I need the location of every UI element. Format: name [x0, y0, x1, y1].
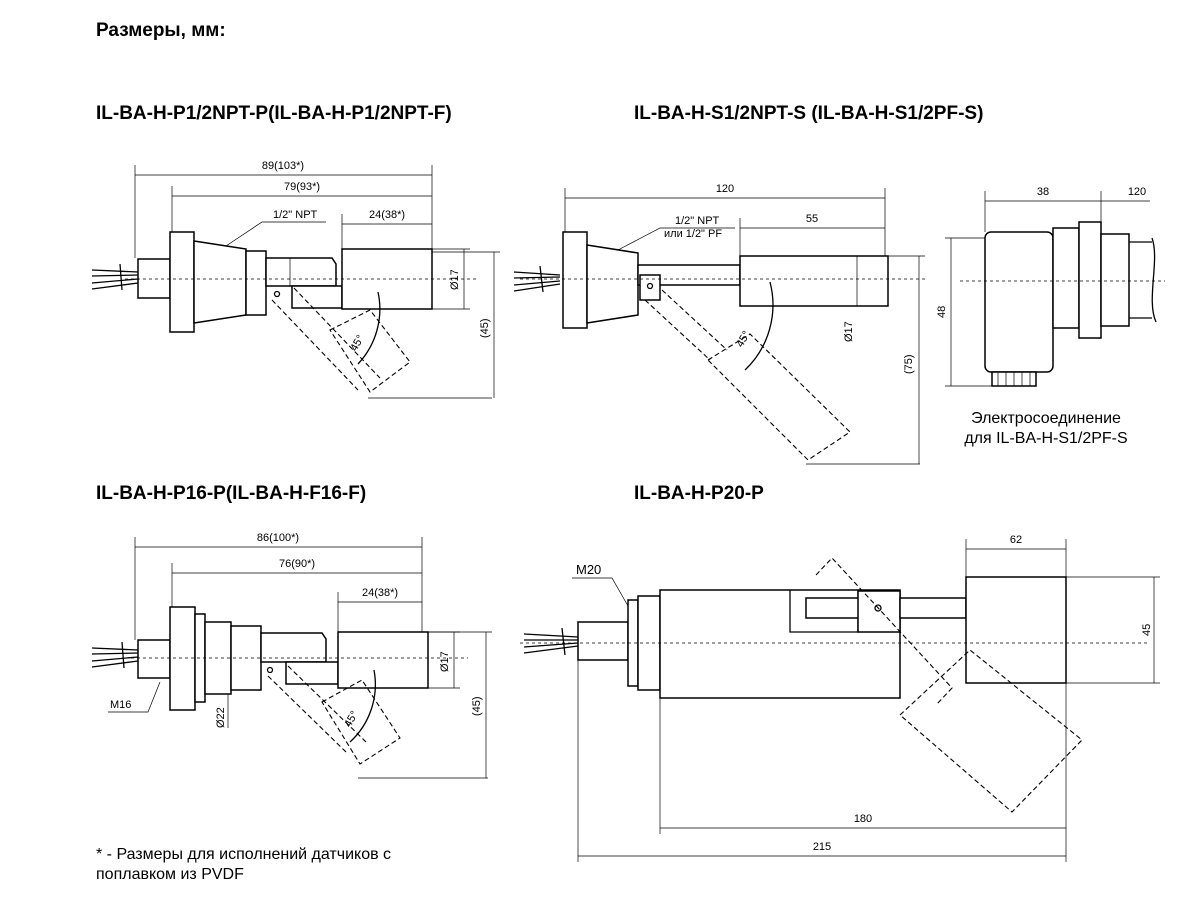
p3-dim-body: 76(90*) [279, 558, 315, 570]
p2-drop: (75) [903, 354, 915, 374]
drawing-p4: 62 M20 45 180 215 [520, 534, 1160, 862]
p2-thread-2: или 1/2" PF [664, 228, 722, 240]
p2-angle: 45° [734, 329, 753, 349]
footnote: * - Размеры для исполнений датчиков с по… [96, 845, 391, 885]
p3-drop: (45) [471, 696, 483, 716]
p2-dim-overall: 120 [716, 183, 734, 195]
p3-angle: 45° [342, 709, 361, 729]
connector-caption: Электросоединение для IL-BA-H-S1/2PF-S [938, 409, 1154, 449]
p4-thread-label: M20 [576, 562, 601, 577]
p2-float-dia: Ø17 [843, 321, 855, 342]
drawing-p2: 45° 120 55 1/2" NPT или 1/2" PF Ø17 (75) [513, 183, 925, 465]
panel-title-p4: IL-BA-H-P20-P [634, 483, 764, 504]
p4-dim-overall: 215 [813, 841, 831, 853]
p2-thread-1: 1/2" NPT [675, 215, 720, 227]
p1-dim-float-len: 24(38*) [369, 209, 405, 221]
p3-dim-overall: 86(100*) [257, 532, 299, 544]
p1-drop: (45) [479, 318, 491, 338]
connector-caption-line2: для IL-BA-H-S1/2PF-S [964, 430, 1128, 447]
p1-thread-label: 1/2" NPT [273, 209, 318, 221]
p3-thread-label: M16 [110, 699, 131, 711]
p4-float-dia: 45 [1141, 624, 1153, 636]
p1-dim-body: 79(93*) [284, 181, 320, 193]
panel-title-p3: IL-BA-H-P16-P(IL-BA-H-F16-F) [96, 483, 367, 504]
p3-float-dia: Ø17 [439, 651, 451, 672]
p4-dim-body: 180 [854, 813, 872, 825]
p2-dim-float-len: 55 [806, 213, 818, 225]
p3-dim-float-len: 24(38*) [362, 587, 398, 599]
p4-dim-float-len: 62 [1010, 534, 1022, 546]
p1-angle: 45° [348, 333, 367, 353]
connector-dim-right: 120 [1128, 186, 1146, 198]
page-title: Размеры, мм: [96, 20, 226, 41]
footnote-line1: * - Размеры для исполнений датчиков с [96, 846, 392, 863]
footnote-line2: поплавком из PVDF [96, 866, 244, 883]
panel-title-p1: IL-BA-H-P1/2NPT-P(IL-BA-H-P1/2NPT-F) [96, 103, 452, 124]
connector-dim-width: 38 [1037, 186, 1049, 198]
drawing-p3: 45° 86(100*) 76(90*) 24(38*) M16 Ø22 Ø17… [91, 532, 492, 779]
connector-dim-height: 48 [936, 306, 948, 318]
p1-float-dia: Ø17 [449, 269, 461, 290]
panel-title-p2: IL-BA-H-S1/2NPT-S (IL-BA-H-S1/2PF-S) [634, 103, 984, 124]
p1-dim-overall: 89(103*) [262, 160, 304, 172]
connector-caption-line1: Электросоединение [971, 410, 1121, 427]
drawing-p1: 45° 89(103*) 79(93*) 24(38*) 1/2" NPT Ø1… [91, 160, 500, 399]
drawing-connector: 38 120 48 [936, 186, 1165, 387]
p3-nut-dia: Ø22 [215, 707, 227, 728]
